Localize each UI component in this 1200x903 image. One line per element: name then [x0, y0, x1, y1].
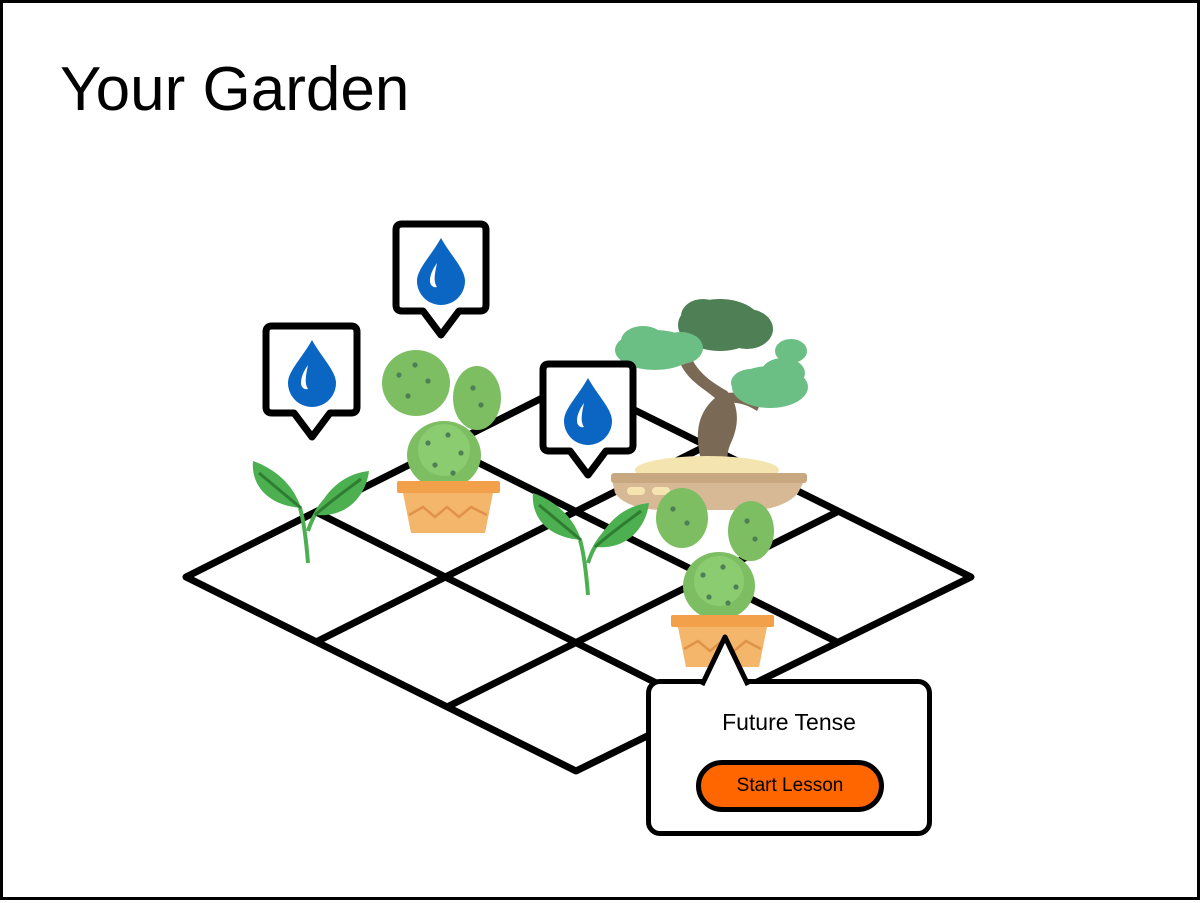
water-need-bubble[interactable]	[262, 322, 361, 441]
water-need-bubble[interactable]	[392, 220, 490, 339]
water-drop-icon	[417, 238, 465, 305]
water-drop-icon	[288, 340, 336, 407]
popup-pointer	[699, 634, 751, 689]
page-title: Your Garden	[60, 55, 410, 124]
lesson-popup: Future Tense Start Lesson	[646, 679, 932, 836]
sprout-plant[interactable]	[252, 461, 369, 564]
bonsai-foliage	[615, 299, 808, 408]
bonsai-pot	[611, 456, 807, 510]
water-need-bubble[interactable]	[539, 360, 637, 479]
cactus-plant[interactable]	[382, 350, 501, 533]
water-drop-icon	[564, 378, 612, 445]
garden-scene	[182, 220, 975, 775]
bonsai-plant[interactable]	[611, 299, 808, 510]
sprout-plant[interactable]	[532, 493, 649, 596]
lesson-title: Future Tense	[722, 709, 856, 735]
start-lesson-button[interactable]: Start Lesson	[696, 760, 884, 812]
